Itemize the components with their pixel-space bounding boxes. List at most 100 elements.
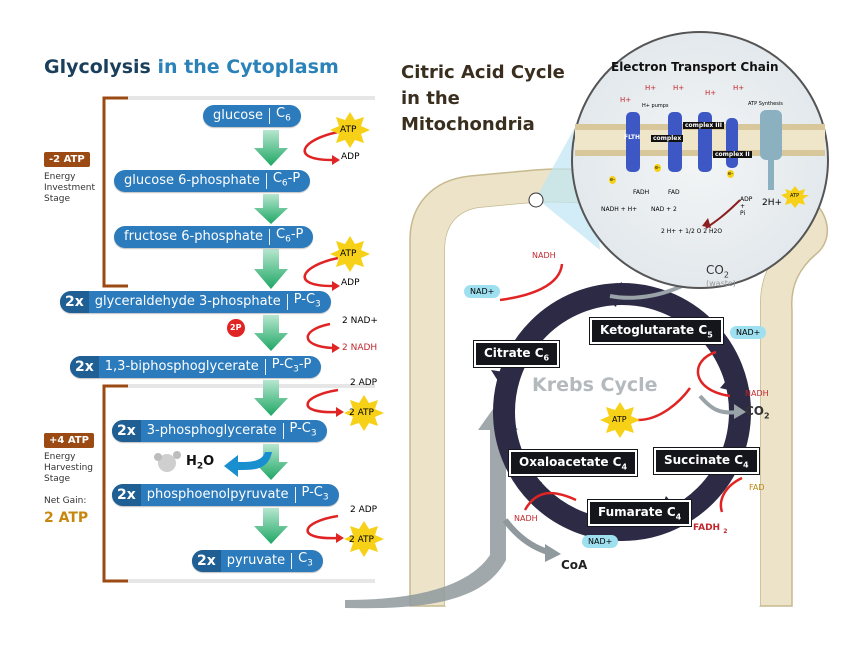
g3p-multiplier: 2x [60,291,89,313]
two-nadh-label: 2 NADH [342,343,378,353]
etc-h3: H+ [673,84,685,92]
etc-atp-synthesis: ATP Synthesis [748,101,783,107]
glucose-pill: glucose C6 [203,105,301,127]
harvest-label: Energy Harvesting Stage [44,452,93,484]
etc-electron-3: e- [727,170,734,178]
etc-membrane [575,110,825,190]
krebs-nadh-1: NADH [532,251,556,260]
bpg-formula: P-C3-P [271,356,312,375]
two-adp-label-2: 2 ADP [350,505,378,515]
investment-bracket [102,96,128,288]
etc-fadh2: FADH [633,189,650,196]
etc-electron-2: e- [654,164,661,172]
oxaloacetate-box: Oxaloacetate C4 [507,448,639,478]
atp-label-1: ATP [340,125,357,135]
investment-badge: -2 ATP [44,152,90,167]
bpg-pill: 2x 1,3-biphosphoglycerate P-C3-P [70,356,322,378]
etc-h5: H+ [733,84,745,92]
citric-title: Citric Acid Cycle in the Mitochondria [401,62,565,135]
glycolysis-title: Glycolysis in the Cytoplasm [44,56,339,78]
glucose-formula: C6 [275,105,291,124]
water-label: H2O [186,454,215,472]
etc-complex-1: complex [651,135,684,142]
glucose-name: glucose [213,108,263,123]
glycolysis-red-arrows [303,130,339,540]
g6p-name: glucose 6-phosphate [124,173,260,188]
etc-nadh: NADH + H+ [601,206,638,213]
etc-h2: H+ [645,84,657,92]
etc-h-pumps: H+ pumps [642,103,669,109]
two-atp-label-2: 2 ATP [349,535,374,545]
etc-electron-1: e- [609,176,616,184]
etc-atp: ATP [790,193,800,199]
water-arrow [224,452,272,477]
krebs-nad-2: NAD+ [730,326,767,339]
pg3-formula: P-C3 [289,420,317,439]
etc-nad: NAD + 2 [651,206,677,213]
pyruvate-pill: 2x pyruvate C3 [192,550,323,572]
etc-title: Electron Transport Chain [611,60,779,74]
f6p-name: fructose 6-phosphate [124,229,263,244]
krebs-red-arrows [499,263,743,513]
etc-fad: FAD [668,189,680,196]
pg3-multiplier: 2x [112,420,141,442]
citrate-box: Citrate C6 [472,339,561,369]
co2-waste-label: (waste) [706,279,736,288]
pep-formula: P-C3 [301,484,329,503]
fad-label: FAD [749,483,765,492]
pg3-name: 3-phosphoglycerate [146,423,277,438]
krebs-nad-1: NAD+ [464,285,501,298]
fumarate-box: Fumarate C4 [586,498,693,528]
glycolysis-title-main: Glycolysis [44,56,151,78]
etc-2h: 2H+ [762,198,783,208]
coa-label: CoA [561,558,588,572]
succinate-box: Succinate C4 [653,446,760,476]
bpg-name: 1,3-biphosphoglycerate [104,359,259,374]
etc-h1: H+ [620,96,632,104]
adp-label-1: ADP [341,152,360,162]
g3p-pill: 2x glyceraldehyde 3-phosphate P-C3 [60,291,331,313]
glycolysis-title-sub: in the Cytoplasm [157,56,339,78]
pyruvate-multiplier: 2x [192,550,221,572]
two-p-label: 2P [230,323,242,332]
etc-water-eq: 2 H+ + 1/2 O 2 H2O [661,228,723,235]
g6p-formula: C6-P [272,170,301,189]
two-atp-label-1: 2 ATP [349,408,374,418]
f6p-formula: C6-P [276,226,304,245]
pyruvate-formula: C3 [298,550,313,569]
atp-label-2: ATP [340,249,357,259]
net-gain-label: Net Gain: [44,496,87,506]
fadh2-label: FADH 2 [693,523,728,535]
co2-top: CO2 [706,263,729,280]
glycolysis-step-arrows [254,130,288,544]
bpg-multiplier: 2x [70,356,99,378]
g3p-name: glyceraldehyde 3-phosphate [94,294,281,309]
g6p-pill: glucose 6-phosphate C6-P [114,170,311,192]
pep-name: phosphoenolpyruvate [146,487,289,502]
krebs-nadh-2: NADH [745,389,769,398]
krebs-nad-3: NAD+ [582,535,619,548]
two-adp-label-1: 2 ADP [350,378,378,388]
g3p-formula: P-C3 [293,291,321,310]
water-molecule-icon [154,451,181,472]
pg3-pill: 2x 3-phosphoglycerate P-C3 [112,420,327,442]
krebs-cycle-label: Krebs Cycle [532,374,658,396]
etc-complex-3: complex III [683,122,725,129]
etc-flth: FLTH [624,134,641,141]
harvest-bracket [102,384,128,583]
pep-pill: 2x phosphoenolpyruvate P-C3 [112,484,339,506]
investment-label: Energy Investment Stage [44,172,95,204]
two-nad-label: 2 NAD+ [342,316,378,326]
harvest-badge: +4 ATP [44,433,94,448]
ketoglutarate-box: Ketoglutarate C5 [589,316,724,346]
pyruvate-name: pyruvate [226,553,286,568]
red-arrow-heads [332,155,344,543]
f6p-pill: fructose 6-phosphate C6-P [114,226,314,248]
etc-h4: H+ [705,89,717,97]
krebs-atp-label: ATP [612,415,627,424]
pep-multiplier: 2x [112,484,141,506]
krebs-nadh-3: NADH [514,514,538,523]
etc-adp-pi: ADP+Pi [740,196,753,217]
co2-right: CO2 [745,404,770,421]
